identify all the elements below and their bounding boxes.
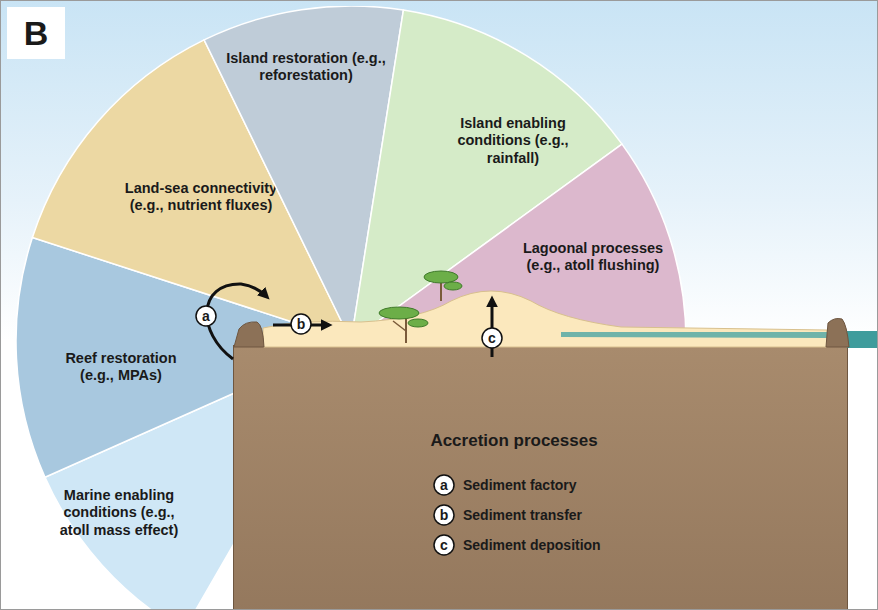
ocean-water (847, 331, 878, 348)
legend-text: Sediment deposition (463, 536, 601, 554)
tree-canopy (444, 282, 462, 290)
island-sand (263, 291, 827, 347)
callout-circle: b (433, 504, 455, 526)
callout-letter: b (433, 504, 455, 526)
wedge-label: Land-sea connectivity (e.g., nutrient fl… (113, 180, 289, 215)
wedge-label: Island enabling conditions (e.g., rainfa… (451, 115, 575, 167)
reef-rim (826, 319, 849, 348)
circle-shape (434, 535, 454, 555)
tree-canopy (408, 319, 428, 327)
callout-circle: a (195, 305, 217, 327)
wedge-label: Marine enabling conditions (e.g., atoll … (57, 487, 181, 539)
circle-shape (482, 328, 502, 348)
callout-letter: a (433, 474, 455, 496)
platform-heading: Accretion processes (430, 431, 597, 451)
circle-shape (434, 475, 454, 495)
circle-shape (434, 505, 454, 525)
tree-trunk (440, 279, 442, 301)
callout-circle: b (290, 313, 312, 335)
circle-shape (291, 314, 311, 334)
tree-canopy (379, 307, 419, 319)
callout-circle: a (433, 474, 455, 496)
panel-letter: B (7, 7, 65, 59)
wedge-fill (351, 10, 622, 341)
wedge-label: Island restoration (e.g., reforestation) (220, 50, 392, 85)
legend-text: Sediment factory (463, 476, 577, 494)
wedge-label: Reef restoration (e.g., MPAs) (52, 350, 190, 385)
circle-shape (196, 306, 216, 326)
wedge-fill (351, 144, 686, 341)
legend-text: Sediment transfer (463, 506, 582, 524)
wedge-fill (32, 40, 351, 341)
reef-rim (234, 322, 264, 347)
wedge-label: Lagoonal processes (e.g., atoll flushing… (512, 240, 674, 275)
callout-letter: c (481, 327, 503, 349)
tree-trunk (405, 315, 407, 343)
callout-circle: c (481, 327, 503, 349)
callout-circle: c (433, 534, 455, 556)
tree-trunk (393, 321, 406, 331)
callout-letter: b (290, 313, 312, 335)
callout-letter: a (195, 305, 217, 327)
callout-letter: c (433, 534, 455, 556)
wedge-fill (204, 6, 403, 341)
tree-canopy (424, 271, 458, 283)
lagoon-water (561, 332, 827, 338)
